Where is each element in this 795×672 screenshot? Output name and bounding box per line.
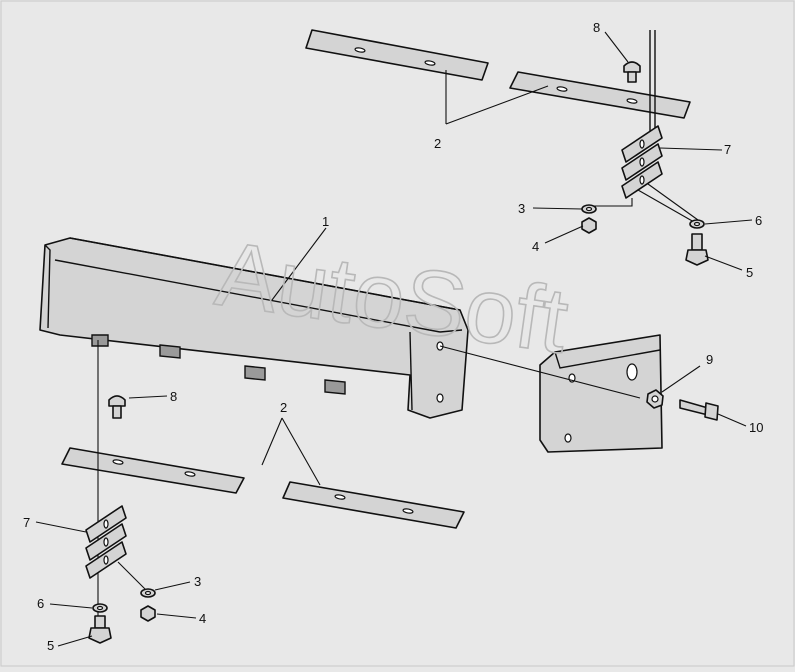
plate-2-lower-left	[61, 447, 245, 494]
callout-2-top: 2	[434, 136, 441, 151]
shim-to-washer-line-left	[117, 561, 147, 591]
bolt-8-top	[623, 61, 641, 83]
nut-9	[646, 389, 664, 409]
nut-4-left	[140, 605, 156, 622]
callout-7-top: 7	[724, 142, 731, 157]
shim-to-washer-line	[594, 198, 633, 207]
washer-3-left	[140, 588, 156, 598]
callout-3-top: 3	[518, 201, 525, 216]
callout-5-top: 5	[746, 265, 753, 280]
bolt-5-top	[685, 233, 709, 266]
callout-9: 9	[706, 352, 713, 367]
plate-2-top-left	[305, 29, 489, 81]
shim-to-bolt-line	[637, 183, 699, 223]
callout-10: 10	[749, 420, 763, 435]
callout-5-left: 5	[47, 638, 54, 653]
assembly-axis-line	[439, 345, 641, 399]
washer-6-left	[92, 603, 108, 613]
callout-2-bottom: 2	[280, 400, 287, 415]
shim-stack-7-top	[621, 125, 663, 199]
plate-2-lower-right	[282, 481, 465, 529]
callout-4-top: 4	[532, 239, 539, 254]
bumper-beam	[39, 237, 469, 419]
callout-8-left: 8	[170, 389, 177, 404]
bolt-8-left	[108, 395, 126, 419]
washer-3-top	[581, 204, 597, 214]
callout-3-left: 3	[194, 574, 201, 589]
frame-rail-lines	[649, 30, 656, 140]
callout-4-left: 4	[199, 611, 206, 626]
bolt-5-left	[88, 615, 112, 644]
washer-6-top	[689, 219, 705, 229]
shim-stack-7-left	[85, 505, 127, 579]
leader-lines	[35, 31, 753, 647]
bolt-10	[679, 399, 719, 421]
callout-6-top: 6	[755, 213, 762, 228]
callout-8-top: 8	[593, 20, 600, 35]
callout-7-left: 7	[23, 515, 30, 530]
callout-1: 1	[322, 214, 329, 229]
side-bracket	[539, 334, 663, 453]
plate-2-top-right	[509, 71, 691, 119]
nut-4-top	[581, 217, 597, 234]
callout-6-left: 6	[37, 596, 44, 611]
